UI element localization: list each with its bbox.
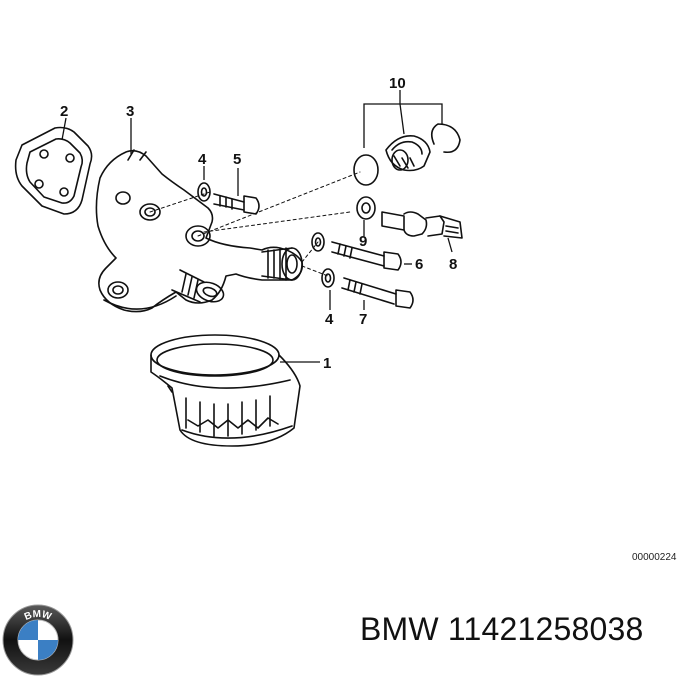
callout-2: 2	[60, 103, 68, 120]
callout-3: 3	[126, 103, 134, 120]
part-title: BMW 11421258038	[360, 611, 644, 647]
seal-ring-part	[356, 196, 376, 220]
washer-part	[197, 182, 211, 202]
circlip-part	[430, 123, 461, 154]
callout-6: 6	[415, 256, 423, 273]
washer-part	[321, 268, 335, 288]
assembly-lines	[149, 171, 361, 277]
callout-5: 5	[233, 151, 241, 168]
pressure-valve-part	[385, 134, 431, 172]
leader-lines	[61, 90, 453, 363]
bolt-long-part	[331, 241, 402, 271]
svg-text:BMW: BMW	[23, 609, 53, 623]
gasket-part	[14, 126, 93, 215]
bolt-short-part	[213, 193, 260, 215]
temperature-sensor-part	[381, 211, 463, 239]
bmw-roundel-icon: BMW	[2, 604, 74, 676]
callout-9: 9	[359, 233, 367, 250]
callout-4-lower: 4	[325, 311, 334, 328]
bolt-lower-part	[341, 277, 414, 309]
callout-10: 10	[389, 75, 406, 92]
oil-filter-part	[150, 334, 301, 447]
callout-4-upper: 4	[198, 151, 207, 168]
filter-housing-part	[95, 149, 304, 313]
callout-1: 1	[323, 355, 331, 372]
drawing-code: 00000224	[632, 552, 677, 563]
callout-7: 7	[359, 311, 367, 328]
o-ring-part	[353, 154, 379, 186]
callout-8: 8	[449, 256, 457, 273]
washer-part	[311, 232, 325, 252]
